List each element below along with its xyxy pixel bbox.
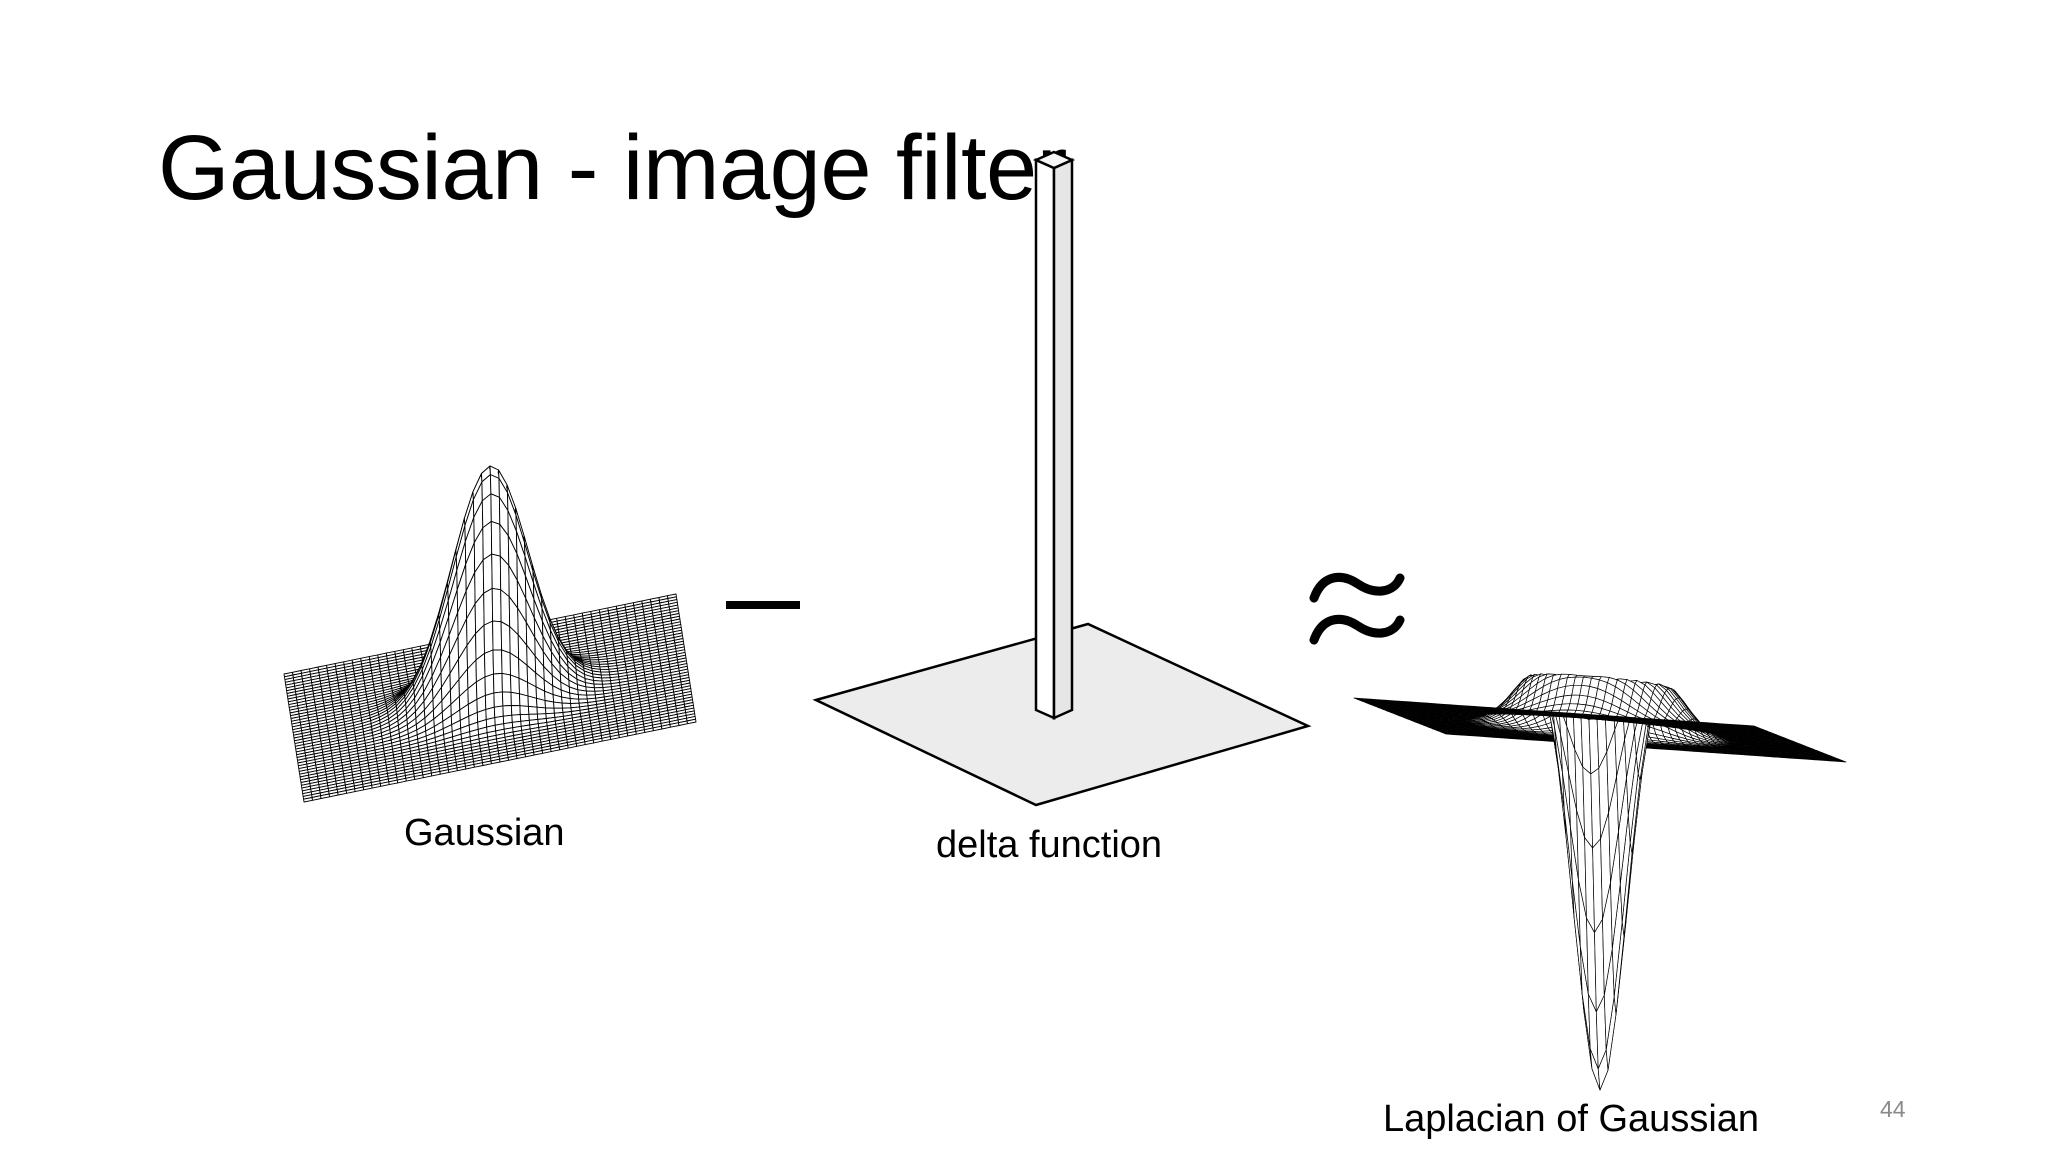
- mesh-cell: [519, 693, 529, 707]
- mesh-cell: [561, 696, 572, 704]
- mesh-cell: [510, 674, 520, 695]
- delta-spike-top: [1032, 150, 1076, 170]
- mesh-cell: [490, 520, 501, 557]
- delta-function-caption: delta function: [936, 824, 1163, 866]
- delta-function-graphic: [812, 150, 1312, 807]
- mesh-cell: [536, 706, 547, 715]
- mesh-cell: [484, 692, 495, 710]
- mesh-cell: [501, 691, 512, 707]
- delta-spike-side: [1052, 158, 1074, 720]
- mesh-cell: [527, 705, 538, 715]
- mesh-cell: [553, 701, 563, 709]
- mesh-cell: [483, 620, 494, 654]
- mesh-cell: [484, 673, 495, 696]
- mesh-cell: [519, 705, 530, 716]
- mesh-cell: [490, 493, 501, 525]
- mesh-cell: [483, 587, 494, 626]
- laplacian-of-gaussian-caption: Laplacian of Gaussian: [1383, 1098, 1760, 1140]
- gaussian-caption: Gaussian: [404, 812, 565, 854]
- mesh-cell: [686, 718, 697, 725]
- mesh-cell: [493, 672, 503, 694]
- gaussian-surface: [283, 465, 697, 803]
- mesh-cell: [501, 672, 512, 693]
- mesh-cell: [502, 705, 513, 717]
- mesh-cell: [492, 649, 503, 675]
- slide-number: 44: [1880, 1096, 1906, 1122]
- mesh-cell: [484, 649, 494, 678]
- mesh-cell: [493, 705, 504, 719]
- mesh-cell: [482, 520, 493, 561]
- mesh-cell: [1745, 725, 1757, 728]
- mesh-cell: [527, 695, 538, 708]
- mesh-cell: [491, 553, 502, 591]
- slide-title: Gaussian - image filter: [158, 117, 1067, 219]
- mesh-cell: [493, 691, 504, 708]
- laplacian-of-gaussian-surface: [1353, 673, 1847, 1091]
- mesh-cell: [500, 621, 511, 654]
- mesh-cell: [585, 686, 596, 692]
- delta-spike-front: [1034, 158, 1056, 720]
- mesh-cell: [544, 700, 555, 709]
- mesh-cell: [569, 698, 580, 704]
- mesh-cell: [482, 553, 493, 594]
- mesh-cell: [510, 705, 521, 716]
- mesh-cell: [501, 649, 511, 676]
- mesh-cell: [492, 620, 503, 651]
- mesh-cell: [491, 587, 502, 623]
- approx-equal-sign: [1309, 572, 1405, 645]
- mesh-cell: [510, 691, 521, 707]
